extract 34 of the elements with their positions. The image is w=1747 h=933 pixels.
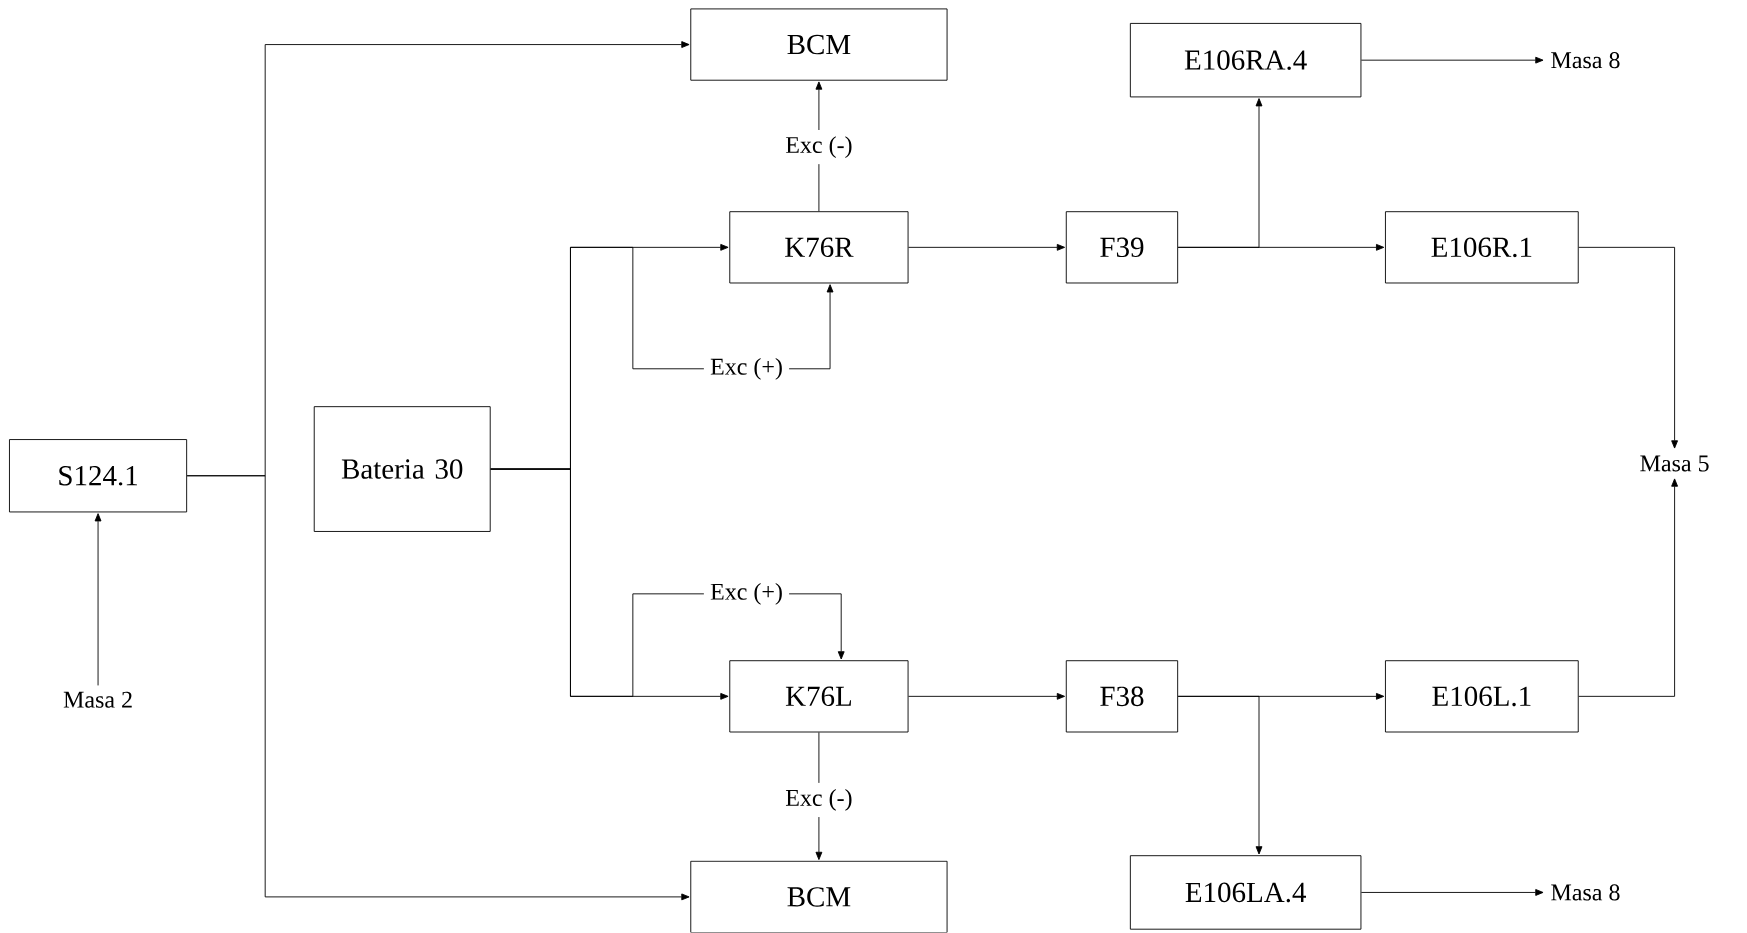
arrow — [908, 693, 1066, 700]
arrow — [186, 475, 690, 901]
component-box: E106R.1 — [1385, 211, 1579, 284]
arrow — [1177, 696, 1263, 855]
arrow — [1578, 247, 1678, 449]
component-box: E106LA.4 — [1129, 855, 1362, 930]
component-box: S124.1 — [9, 439, 188, 513]
component-box: BCM — [690, 861, 948, 933]
text-label: Exc (-) — [785, 789, 852, 812]
component-box: E106RA.4 — [1129, 23, 1362, 98]
text-label: Masa 5 — [1640, 455, 1709, 472]
arrow — [1360, 57, 1544, 64]
component-box: BCM — [690, 8, 948, 81]
text-label: Masa 8 — [1551, 52, 1620, 69]
arrow — [788, 284, 834, 370]
arrow — [1578, 478, 1678, 698]
text-label: Exc (+) — [710, 358, 782, 380]
component-box: Bateria 30 — [313, 406, 491, 533]
component-box: F38 — [1065, 660, 1179, 733]
component-box: E106L.1 — [1385, 660, 1579, 733]
text-label: Masa 8 — [1551, 884, 1620, 901]
arrow — [94, 513, 102, 687]
arrow — [1177, 244, 1385, 251]
arrow — [815, 816, 823, 861]
arrow — [815, 81, 823, 131]
text-label: Masa 2 — [63, 691, 132, 708]
text-label: Exc (+) — [710, 583, 782, 605]
component-box: K76L — [729, 660, 909, 733]
arrow — [908, 244, 1066, 251]
text-label: Exc (-) — [785, 136, 852, 159]
component-box: K76R — [729, 211, 909, 284]
component-box: F39 — [1065, 211, 1179, 284]
arrow — [1360, 889, 1544, 897]
arrow — [788, 593, 845, 660]
